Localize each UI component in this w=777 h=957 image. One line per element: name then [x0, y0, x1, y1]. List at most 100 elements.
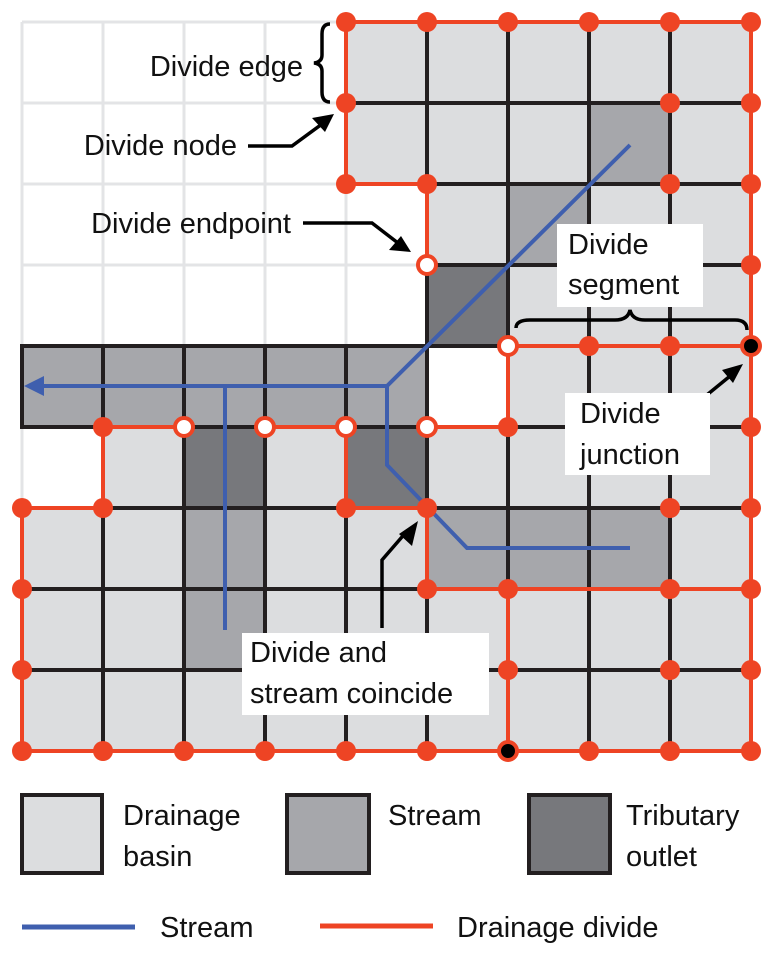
divide-segment-label-bg: [557, 224, 703, 307]
divide-endpoint: [173, 416, 195, 438]
divide-node: [741, 498, 761, 518]
basin-cell: [670, 508, 751, 589]
legend-swatch-tributary: [527, 793, 612, 875]
divide-node: [417, 741, 437, 761]
coincide-arrowhead-icon: [399, 521, 418, 546]
divide-endpoint-arrow-line: [303, 221, 400, 245]
basin-cell: [427, 427, 508, 508]
divide-node: [93, 498, 113, 518]
basin-cell: [346, 22, 427, 103]
divide-junction: [740, 335, 762, 357]
coincide-arrow-line: [380, 528, 410, 628]
divide-junction-arrowhead-icon: [722, 364, 743, 383]
divide-node: [498, 579, 518, 599]
basin-cell: [670, 670, 751, 751]
divide-node: [660, 498, 680, 518]
divide-node: [741, 741, 761, 761]
basin-cell: [670, 22, 751, 103]
basin-cell: [22, 508, 103, 589]
divide-node: [660, 12, 680, 32]
divide-node: [660, 660, 680, 680]
divide-endpoint-arrowhead-icon: [389, 236, 411, 252]
divide-endpoint: [497, 335, 519, 357]
legend-tributary-line1: Tributary: [626, 800, 740, 832]
basin-cell: [265, 427, 346, 508]
divide-node: [255, 741, 275, 761]
divide-node: [93, 741, 113, 761]
divide-node: [417, 579, 437, 599]
legend-swatch-stream: [285, 793, 371, 875]
basin-cell: [22, 670, 103, 751]
basin-cell: [670, 589, 751, 670]
divide-node: [660, 93, 680, 113]
divide-endpoint-label: Divide endpoint: [91, 208, 291, 240]
basin-cell: [589, 589, 670, 670]
divide-junction-label-line2: junction: [579, 439, 680, 471]
divide-node: [741, 417, 761, 437]
divide-middle-branch: [427, 344, 751, 429]
basin-cell: [589, 22, 670, 103]
basin-cell: [508, 670, 589, 751]
divide-node: [417, 174, 437, 194]
divide-node: [12, 498, 32, 518]
divide-node: [174, 741, 194, 761]
divide-node: [579, 741, 599, 761]
divide-endpoint: [416, 416, 438, 438]
divide-node: [336, 12, 356, 32]
legend-tributary-line2: outlet: [626, 841, 697, 873]
divide-node: [579, 12, 599, 32]
divide-node: [336, 498, 356, 518]
basin-cell: [508, 103, 589, 184]
divide-node: [12, 579, 32, 599]
divide-node: [498, 12, 518, 32]
divide-node: [660, 174, 680, 194]
divide-node: [93, 417, 113, 437]
divide-node: [660, 741, 680, 761]
divide-segment-brace: [514, 309, 749, 331]
divide-node: [336, 93, 356, 113]
divide-node: [741, 93, 761, 113]
basin-cell: [103, 427, 184, 508]
legend-basin-line1: Drainage: [123, 800, 241, 832]
basin-cell: [103, 508, 184, 589]
divide-node: [336, 741, 356, 761]
divide-node: [498, 660, 518, 680]
divide-node: [741, 255, 761, 275]
coincide-label-line1: Divide and: [250, 637, 387, 669]
divide-node: [417, 12, 437, 32]
divide-edge-label: Divide edge: [150, 51, 303, 83]
divide-coincide-branch: [344, 427, 510, 751]
divide-segment-label-line2: segment: [568, 269, 679, 301]
divide-node: [660, 336, 680, 356]
basin-cell: [589, 670, 670, 751]
basin-cell: [427, 22, 508, 103]
basin-cell: [670, 103, 751, 184]
divide-segment-label-line1: Divide: [568, 229, 649, 261]
coincide-label-line2: stream coincide: [250, 678, 453, 710]
legend-stream-cell-label: Stream: [388, 800, 481, 832]
legend: Drainage basin Stream Tributary outlet S…: [20, 793, 740, 944]
divide-node: [741, 579, 761, 599]
divide-junction: [497, 740, 519, 762]
basin-cell: [508, 22, 589, 103]
basin-cell: [508, 589, 589, 670]
legend-stream-line-label: Stream: [160, 912, 253, 944]
divide-node-arrowhead-icon: [312, 114, 334, 132]
divide-node-arrow-line: [248, 122, 324, 148]
divide-node: [12, 660, 32, 680]
legend-divide-line-label: Drainage divide: [457, 912, 659, 944]
basin-cell: [427, 184, 508, 265]
basin-cell: [346, 508, 427, 589]
basin-cell: [427, 103, 508, 184]
divide-node-label: Divide node: [84, 130, 237, 162]
divide-junction-label-bg: [565, 393, 710, 475]
divide-endpoint: [335, 416, 357, 438]
divide-node: [741, 660, 761, 680]
basin-cell: [103, 670, 184, 751]
legend-swatch-basin: [20, 793, 104, 875]
divide-nodes: [12, 12, 762, 762]
divide-endpoint: [416, 254, 438, 276]
basin-cell: [265, 508, 346, 589]
divide-edge-brace: [313, 22, 331, 104]
